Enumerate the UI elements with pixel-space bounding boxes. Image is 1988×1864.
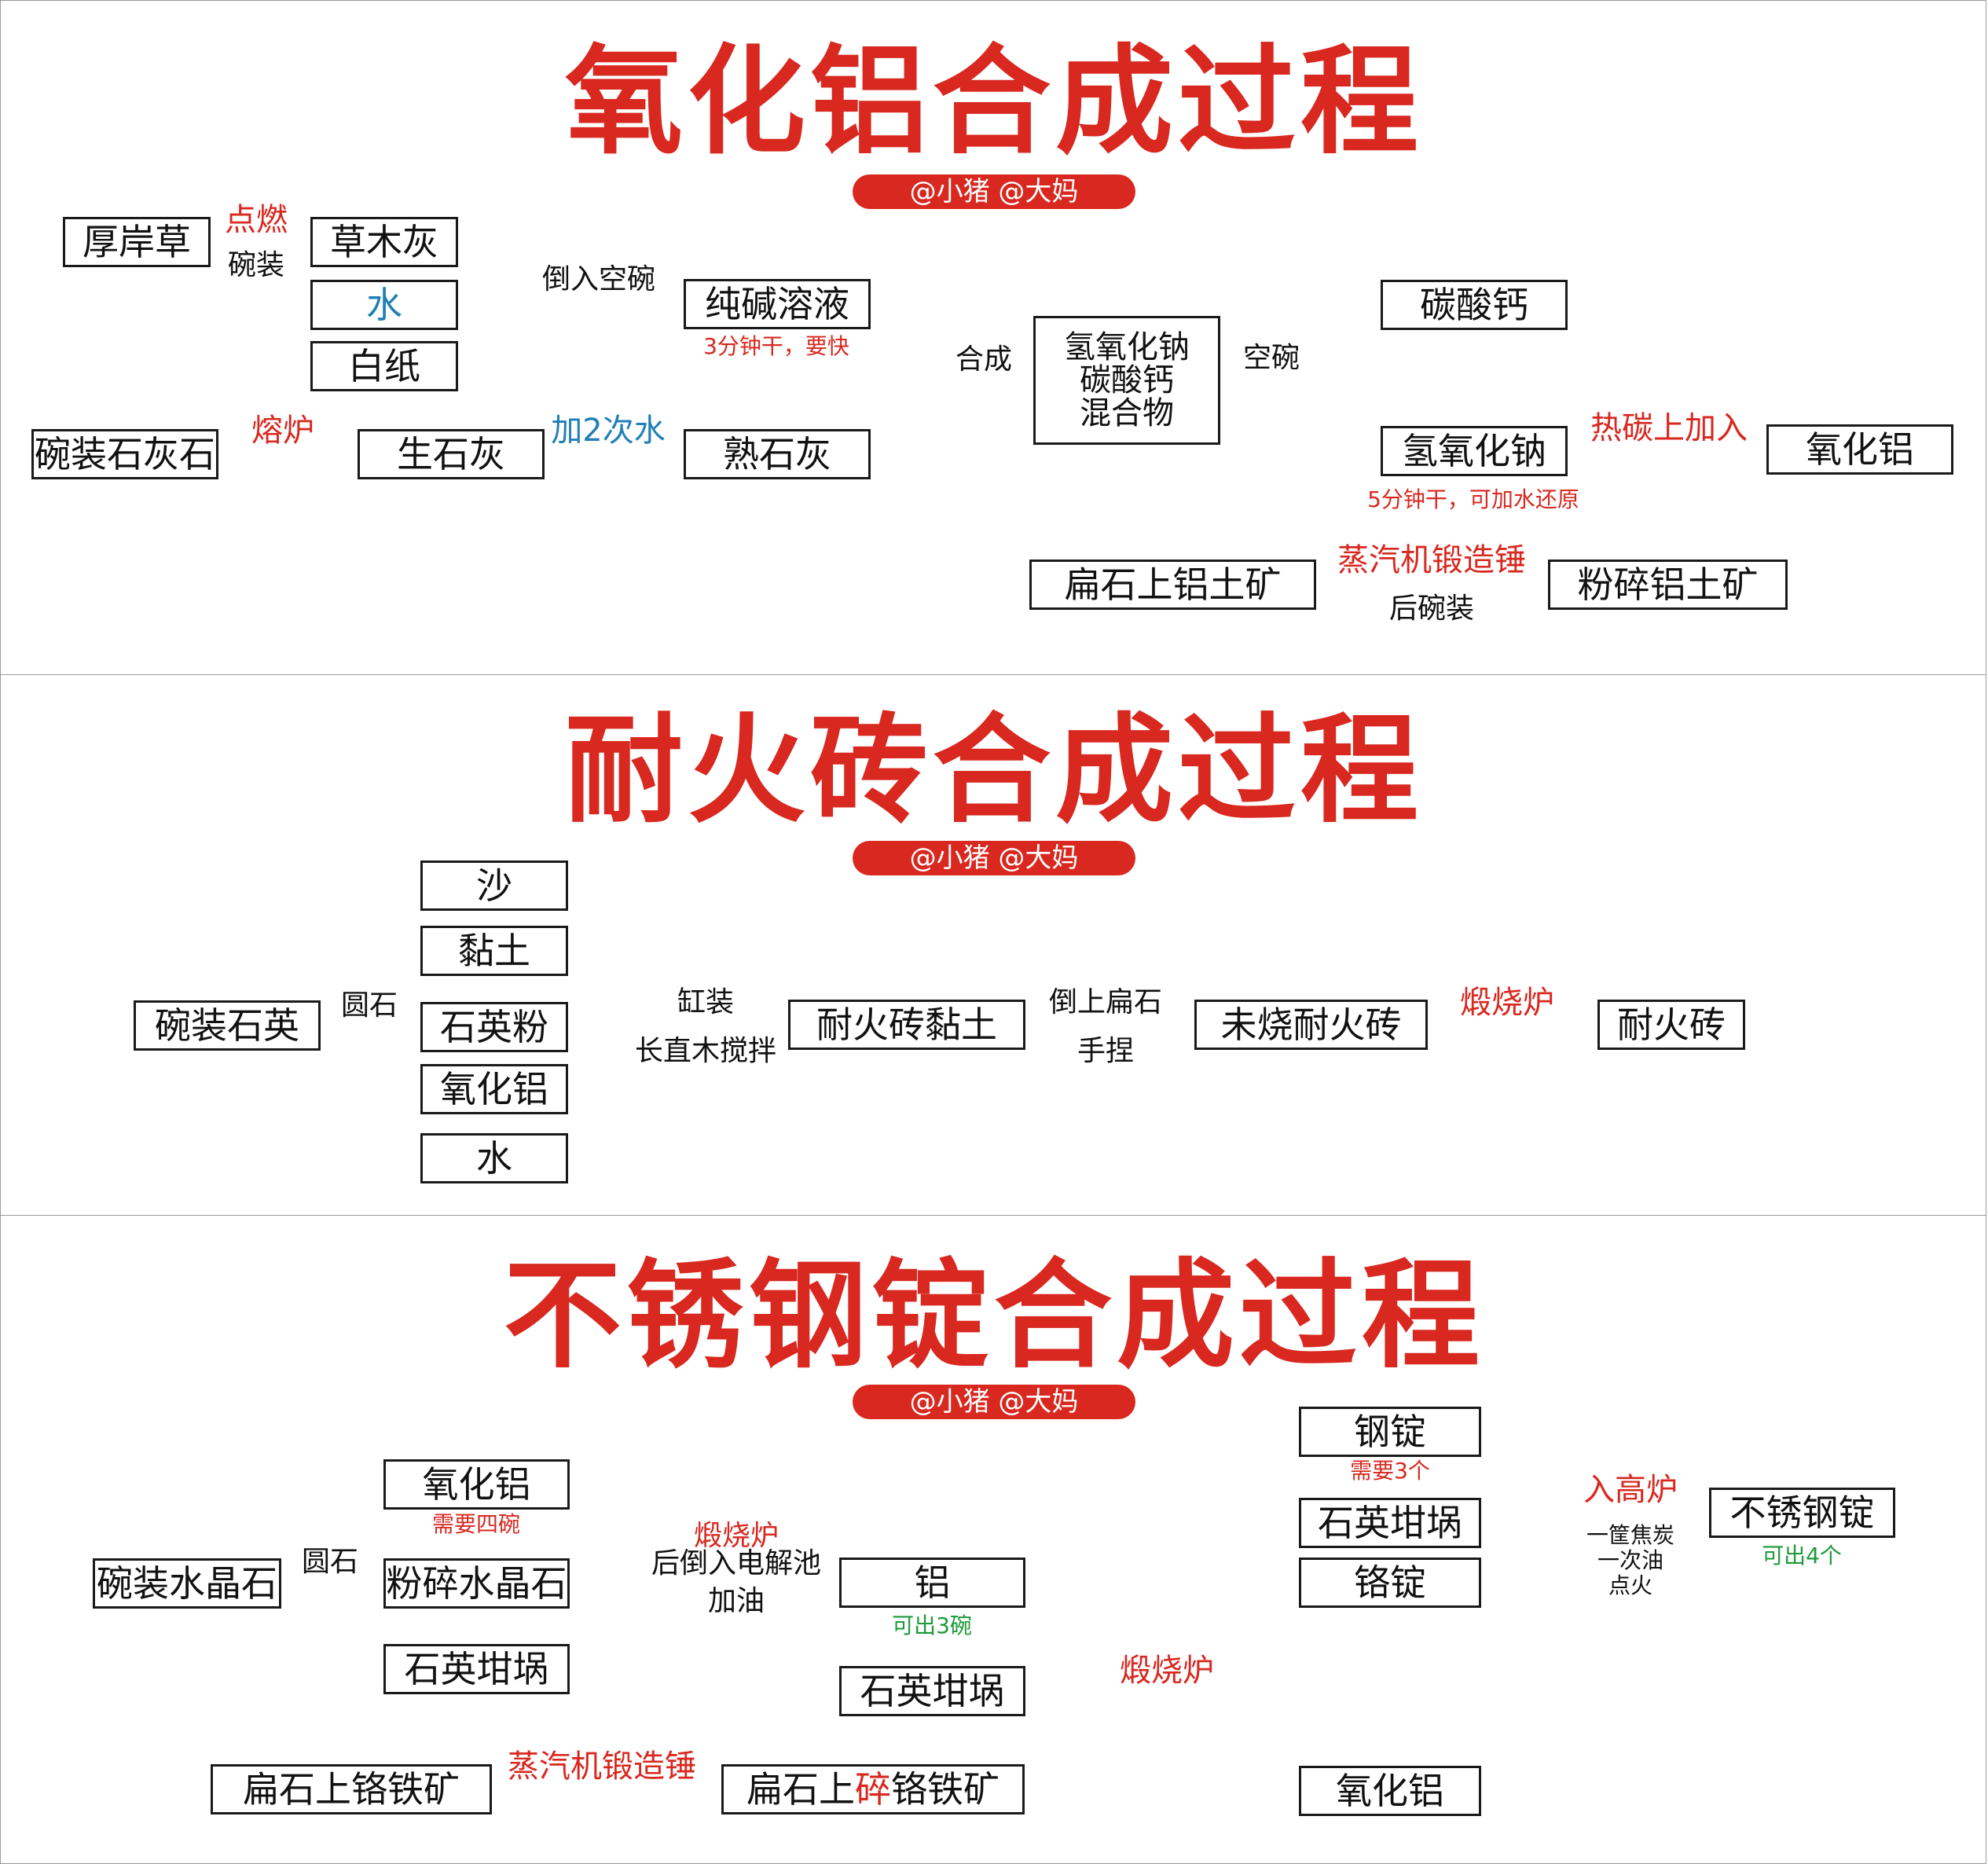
box-yanghualv-2: 氧化铝 [420,1064,568,1114]
panel-stainless [0,1215,1986,1864]
box-gangding: 钢锭 [1299,1407,1481,1457]
label-wanzhuang: 碗装 [227,249,285,281]
author-tag: @小猪 @大妈 [853,174,1135,209]
sui-part-3: 铬铁矿 [891,1767,1000,1811]
box-niantu: 黏土 [420,926,568,976]
panel1-title: 氧化铝合成过程 [564,34,1423,171]
box-naihuozhuan: 耐火砖 [1597,1000,1745,1050]
label-changzhimu: 长直木搅拌 [634,1035,777,1067]
sui-part-2: 碎 [855,1767,891,1811]
box-hunhewu: 氢氧化钠 碳酸钙 混合物 [1033,316,1220,445]
label-retanshang: 热碳上加入 [1590,410,1748,446]
box-wanzhuangshuijingshi: 碗装水晶石 [93,1558,281,1609]
box-tansuangai: 碳酸钙 [1381,280,1568,330]
box-houanc: 厚岸草 [63,217,211,267]
box-shui-2: 水 [420,1133,568,1183]
label-kechu3wan: 可出3碗 [892,1613,972,1638]
label-jiayou: 加油 [707,1585,765,1617]
box-bianshi-getiekuang: 扁石上铬铁矿 [211,1764,492,1814]
box-shiyingganguo-3c: 石英坩埚 [1299,1498,1481,1548]
box-shiyingfen: 石英粉 [420,1002,568,1052]
box-shushihui: 熟石灰 [684,429,871,479]
box-weishaonaihuozhuan: 未烧耐火砖 [1194,1000,1428,1050]
label-kongwan: 空碗 [1242,342,1300,374]
box-shiyingganguo-3b: 石英坩埚 [839,1666,1025,1716]
box-caomuhui: 草木灰 [310,217,458,267]
label-kechu4ge: 可出4个 [1762,1543,1842,1569]
box-sha: 沙 [420,860,568,911]
label-qingyanghuana-note: 5分钟干，可加水还原 [1367,486,1579,512]
label-yuanshi-3: 圆石 [301,1546,359,1578]
hunhewu-line-3: 混合物 [1080,395,1174,431]
panel-firebrick [0,674,1986,1216]
label-xuyaosiwan: 需要四碗 [431,1511,521,1537]
box-wanzhuangshiying: 碗装石英 [134,1000,321,1051]
box-bianshi-sui-getiekuang: 扁石上碎铬铁矿 [721,1764,1025,1814]
box-wanzhuangshihuishi: 碗装石灰石 [31,429,218,479]
label-dianhuo: 点火 [1608,1572,1653,1598]
label-jia2cishui: 加2次水 [551,413,666,449]
box-chunjian: 纯碱溶液 [684,279,871,329]
hunhewu-line-1: 氢氧化钠 [1064,329,1190,365]
label-rongluu: 熔炉 [251,413,314,449]
label-rugaolu: 入高炉 [1583,1472,1678,1508]
box-shiyingganguo-3a: 石英坩埚 [383,1644,570,1694]
label-duanshaolu-2: 煅烧炉 [1460,985,1554,1021]
panel3-title: 不锈钢锭合成过程 [503,1248,1484,1385]
box-shengshihui: 生石灰 [358,429,545,479]
label-duanshaolu-3b: 煅烧炉 [1120,1653,1214,1689]
panel2-title: 耐火砖合成过程 [564,703,1423,839]
label-daoshangbianshi: 倒上扁石 [1048,986,1163,1018]
label-yiciyou: 一次油 [1597,1547,1664,1573]
hunhewu-line-2: 碳酸钙 [1080,362,1174,398]
label-gangzhuang: 缸装 [677,986,735,1018]
label-chunjian-note: 3分钟干，要快 [703,333,849,359]
author-tag-2: @小猪 @大妈 [853,841,1135,875]
box-yanghualv-3a: 氧化铝 [383,1459,570,1510]
box-yanghualv-3b: 氧化铝 [1299,1766,1481,1816]
label-shounie: 手捏 [1077,1035,1135,1067]
label-dianran: 点燃 [225,202,288,238]
label-zhengqiji-1: 蒸汽机锻造锤 [1337,542,1526,578]
box-fensuishuijingshi: 粉碎水晶石 [383,1558,570,1609]
box-shui: 水 [310,280,458,330]
box-yanghualv-final: 氧化铝 [1766,424,1953,475]
box-geding: 铬锭 [1299,1558,1481,1608]
box-qingyanghuana: 氢氧化钠 [1381,426,1568,476]
box-baizhi: 白纸 [310,341,458,391]
label-yikuangjiaotan: 一筐焦炭 [1586,1522,1675,1548]
box-bianshi-lvtukuang: 扁石上铝土矿 [1029,560,1316,610]
box-lv: 铝 [839,1558,1025,1608]
label-yuanshi-2: 圆石 [340,989,398,1022]
box-buxiugangding: 不锈钢锭 [1709,1488,1895,1538]
label-houdaorudianjiechi: 后倒入电解池 [651,1547,822,1580]
label-duanshaolu-3a: 煅烧炉 [693,1520,779,1552]
box-fensui-lvtukuang: 粉碎铝土矿 [1548,560,1788,610]
sui-part-1: 扁石上 [746,1767,855,1811]
box-naihuozhuanniantu: 耐火砖黏土 [788,1000,1025,1050]
label-daorukongwan: 倒入空碗 [541,263,656,295]
label-xuyao3ge: 需要3个 [1350,1458,1430,1484]
author-tag-3: @小猪 @大妈 [853,1385,1135,1419]
label-zhengqiji-3: 蒸汽机锻造锤 [508,1748,696,1785]
label-houwanzhuang: 后碗装 [1388,593,1475,625]
label-hecheng: 合成 [955,343,1013,376]
